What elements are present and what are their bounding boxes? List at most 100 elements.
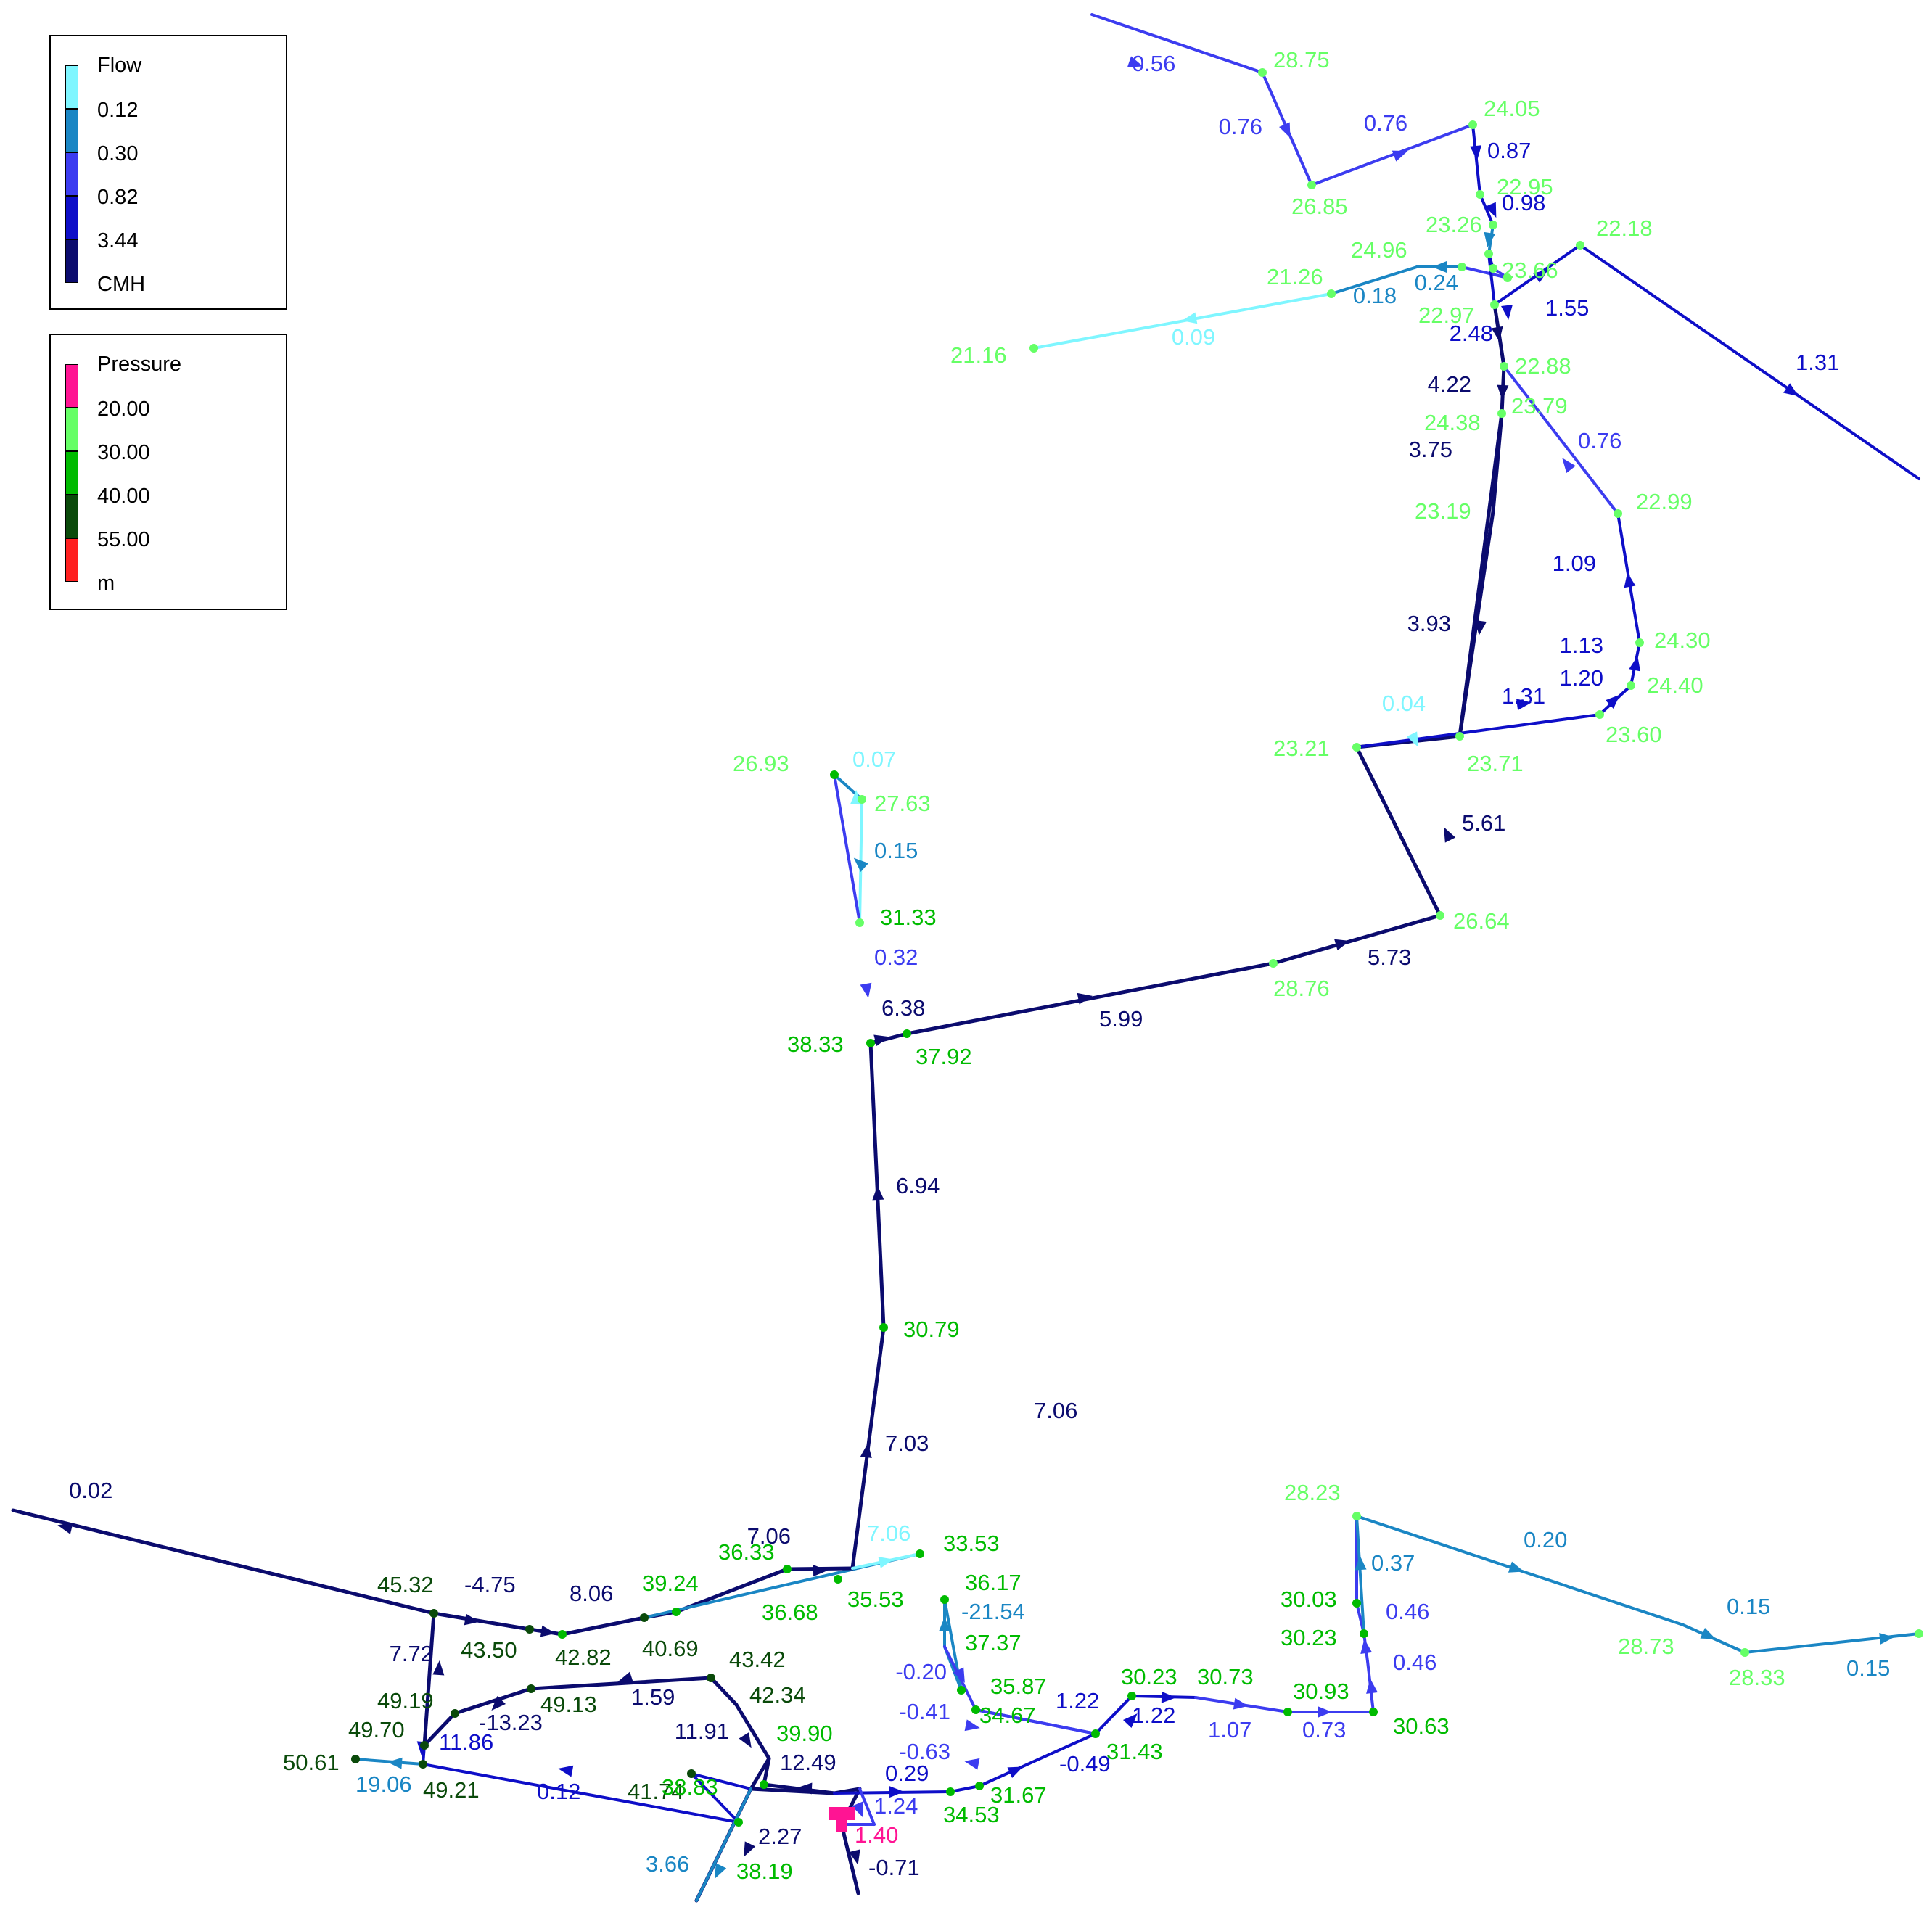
pipe: [11, 1508, 436, 1615]
pressure-label: 49.21: [423, 1777, 480, 1803]
junction-node: [1127, 1692, 1136, 1700]
pressure-label: 37.92: [916, 1044, 972, 1069]
junction-node: [1614, 509, 1622, 518]
pressure-label: 42.82: [555, 1645, 612, 1670]
flow-legend-title: Flow: [97, 54, 142, 77]
flow-arrow: [1501, 305, 1513, 320]
pressure-label: 43.50: [461, 1637, 517, 1663]
flow-label: -21.54: [961, 1599, 1025, 1624]
junction-node: [1436, 911, 1444, 920]
flow-label: 0.46: [1393, 1650, 1436, 1675]
pressure-label: 22.88: [1515, 353, 1571, 379]
flow-label: 12.49: [780, 1750, 836, 1775]
junction-node: [957, 1686, 966, 1695]
pressure-label: 39.90: [776, 1721, 833, 1746]
pipe: [1579, 244, 1920, 480]
pipe-segment: [560, 1615, 646, 1637]
pipe: [1090, 13, 1264, 74]
junction-node: [527, 1684, 535, 1693]
flow-arrow: [872, 1185, 884, 1201]
junction-node: [351, 1755, 360, 1763]
flow-label: 8.06: [570, 1581, 613, 1606]
flow-arrow: [1879, 1633, 1894, 1645]
pressure-label: 30.73: [1197, 1664, 1254, 1689]
pipe: [1743, 1632, 1920, 1654]
flow-swatch-3: [65, 152, 78, 196]
flow-label: 0.15: [874, 838, 918, 863]
flow-arrow: [1122, 1713, 1138, 1729]
pressure-label: 23.19: [1415, 498, 1471, 524]
pressure-label: 34.53: [943, 1802, 1000, 1827]
pipe: [978, 1732, 1097, 1787]
pressure-label: 38.19: [736, 1858, 793, 1884]
flow-arrow: [1624, 572, 1636, 588]
flow-label: 2.48: [1450, 321, 1493, 346]
pressure-label: 31.33: [880, 905, 937, 930]
pressure-label: 36.17: [965, 1570, 1022, 1595]
pipe: [1355, 713, 1601, 749]
pipe: [1471, 123, 1481, 196]
pressure-label: 22.97: [1418, 302, 1475, 328]
pressure-label: 38.33: [787, 1032, 844, 1057]
flow-label: 0.29: [885, 1761, 929, 1786]
junction-node: [687, 1769, 696, 1778]
flow-label: 3.75: [1409, 437, 1452, 462]
flow-label: 0.24: [1415, 270, 1458, 295]
junction-node: [1497, 409, 1506, 418]
pressure-label: 30.23: [1281, 1625, 1337, 1650]
flow-label: 7.06: [1034, 1398, 1077, 1423]
junction-node: [879, 1323, 888, 1332]
pressure-label: 26.93: [733, 751, 789, 776]
flow-label: 5.61: [1462, 810, 1505, 836]
flow-arrow: [964, 1719, 980, 1732]
flow-label: 0.73: [1302, 1717, 1346, 1742]
pipe: [974, 1708, 1097, 1735]
pressure-label: 28.33: [1729, 1665, 1785, 1690]
junction-node: [1490, 300, 1499, 309]
pressure-label: 22.18: [1596, 215, 1653, 241]
flow-swatch-2: [65, 109, 78, 152]
flow-arrow: [432, 1660, 445, 1676]
flow-label: 0.12: [537, 1779, 580, 1804]
flow-label: 0.76: [1578, 428, 1621, 453]
pressure-legend: Pressure 20.00 30.00 40.00 55.00 m: [49, 334, 287, 610]
junction-node: [1484, 250, 1493, 258]
flow-arrow: [1355, 1555, 1367, 1571]
flow-label: 1.31: [1796, 350, 1839, 375]
pressure-label: 41.74: [628, 1779, 684, 1804]
flow-legend: Flow 0.12 0.30 0.82 3.44 CMH: [49, 35, 287, 310]
flow-legend-value-1: 0.12: [97, 99, 139, 122]
junction-node: [429, 1609, 438, 1618]
flow-label: 0.87: [1487, 138, 1531, 163]
junction-node: [451, 1709, 459, 1718]
pressure-label: 23.60: [1606, 722, 1662, 747]
flow-label: 5.73: [1368, 944, 1411, 970]
pipe: [422, 1611, 436, 1748]
pipe: [905, 961, 1275, 1036]
junction-node: [940, 1595, 949, 1604]
flow-label: 0.20: [1524, 1527, 1567, 1552]
flow-legend-value-4: 3.44: [97, 229, 139, 252]
pipe: [1479, 193, 1495, 226]
flow-arrow: [852, 1801, 863, 1818]
flow-label: 0.02: [69, 1478, 112, 1503]
flow-label: 1.22: [1132, 1703, 1175, 1728]
flow-arrow: [889, 1786, 904, 1798]
pressure-label: 23.71: [1467, 751, 1524, 776]
flow-arrow: [953, 1667, 965, 1683]
pressure-label: 49.19: [377, 1688, 434, 1713]
junction-node: [1269, 959, 1278, 968]
flow-label: -0.49: [1059, 1751, 1111, 1777]
flow-label: 1.07: [1208, 1717, 1251, 1742]
flow-arrow: [1605, 694, 1621, 709]
flow-arrow: [1700, 1628, 1717, 1639]
pipe: [839, 1822, 860, 1895]
junction-node: [1468, 120, 1477, 129]
flow-arrow: [1470, 145, 1482, 160]
flow-label: 0.98: [1502, 190, 1545, 215]
flow-label: 0.15: [1727, 1594, 1770, 1619]
flow-swatch-4: [65, 196, 78, 239]
flow-arrow: [797, 1782, 813, 1795]
pressure-label: 33.53: [943, 1531, 1000, 1556]
